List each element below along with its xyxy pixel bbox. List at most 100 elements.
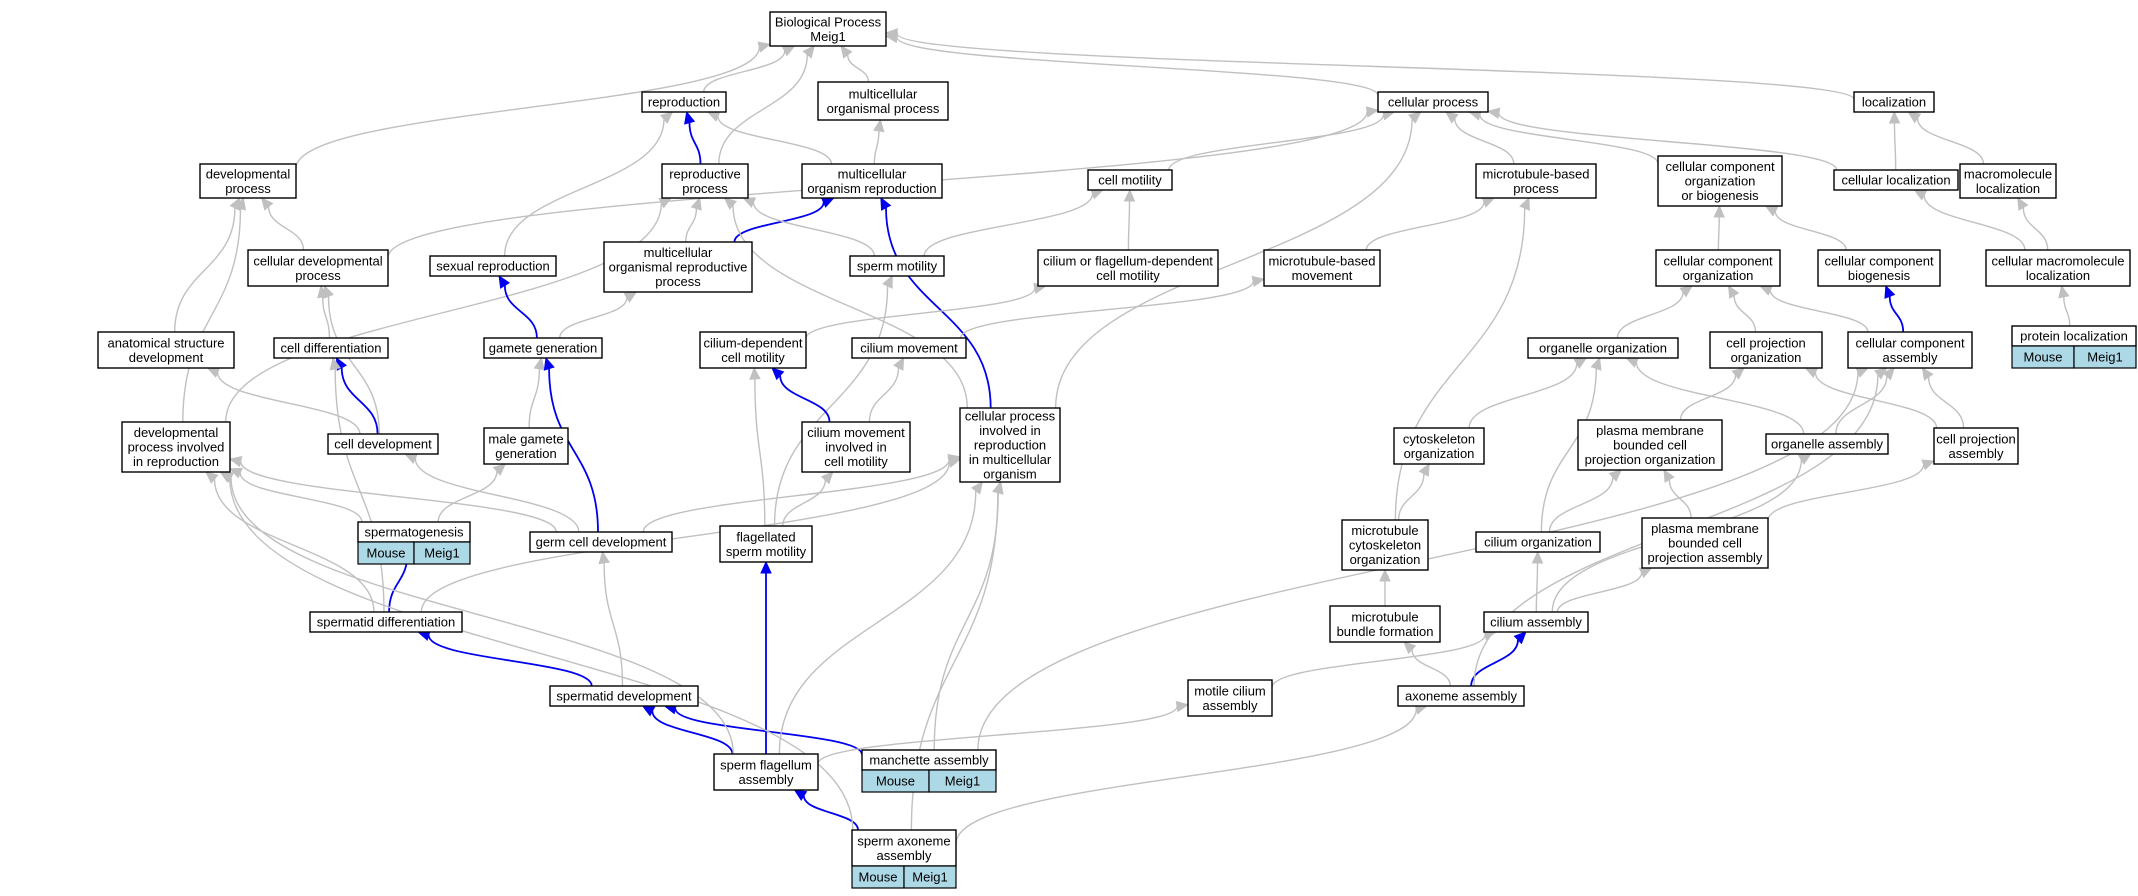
node-localization[interactable]: localization xyxy=(1853,91,1935,113)
edge-saa-to-axasm xyxy=(955,703,1428,844)
edge-sfa-to-cpir xyxy=(778,481,984,755)
node-box xyxy=(959,407,1061,483)
node-spdev[interactable]: spermatid development xyxy=(549,685,699,707)
node-orgasm[interactable]: organelle assembly xyxy=(1765,433,1889,455)
edge-arrowhead xyxy=(1251,275,1266,288)
edge-arrowhead xyxy=(1365,106,1380,118)
node-celldev[interactable]: cell development xyxy=(327,433,439,455)
node-label: spermatid development xyxy=(556,689,692,704)
node-cilorg[interactable]: cilium organization xyxy=(1475,531,1601,553)
edge-arrowhead xyxy=(543,356,555,371)
edge-arrowhead xyxy=(1907,111,1922,124)
node-box xyxy=(429,255,557,277)
node-label: cell motility xyxy=(824,454,888,469)
node-gamgen[interactable]: gamete generation xyxy=(483,337,603,359)
edge-spermmot-to-reprocproc xyxy=(742,197,876,257)
node-box xyxy=(1709,331,1823,369)
edge-cml-to-macroloc xyxy=(2017,196,2049,251)
node-cellproc[interactable]: cellular process xyxy=(1377,91,1489,113)
node-cilmov[interactable]: cilium movement xyxy=(851,337,967,359)
node-reproduction[interactable]: reproduction xyxy=(641,91,727,113)
node-label: male gamete xyxy=(488,431,563,446)
node-label: sperm axoneme xyxy=(857,833,950,848)
edge-reprocproc-to-reproduction xyxy=(684,110,702,165)
node-sexrep[interactable]: sexual reproduction xyxy=(429,255,557,277)
node-label: cellular component xyxy=(1665,159,1775,174)
edge-line xyxy=(216,372,361,435)
node-label: sperm motility xyxy=(726,544,807,559)
edge-pmbcpa-to-cpa xyxy=(1767,459,1936,521)
edge-mop-to-bp xyxy=(840,45,870,83)
edge-pmbcpa-to-pmbcpo xyxy=(1663,468,1692,519)
edge-line xyxy=(1271,634,1486,688)
node-box xyxy=(1847,331,1973,369)
node-label: bounded cell xyxy=(1668,536,1742,551)
node-box xyxy=(849,255,945,277)
edge-arrowhead xyxy=(840,45,853,59)
edge-arrowhead xyxy=(771,367,785,381)
edge-line xyxy=(1468,363,1578,429)
node-box xyxy=(97,331,235,369)
edges-layer xyxy=(174,27,2071,844)
node-label: organism xyxy=(983,467,1036,482)
edge-arrowhead xyxy=(684,110,696,125)
node-cellmot[interactable]: cell motility xyxy=(1087,169,1173,191)
edge-arrowhead xyxy=(793,789,808,802)
node-orgorg[interactable]: organelle organization xyxy=(1527,337,1679,359)
edge-line xyxy=(732,205,968,409)
node-axasm[interactable]: axoneme assembly xyxy=(1397,685,1525,707)
node-box xyxy=(483,427,569,465)
node-spdiff[interactable]: spermatid differentiation xyxy=(309,611,463,633)
edge-cytorg-to-orgorg xyxy=(1468,357,1588,429)
node-cilasm[interactable]: cilium assembly xyxy=(1483,611,1589,633)
node-label: gamete generation xyxy=(489,341,597,356)
node-cellloc[interactable]: cellular localization xyxy=(1833,169,1959,191)
edge-ccb-to-ccob xyxy=(1764,205,1847,251)
node-box xyxy=(1341,519,1429,571)
edge-mtbp-to-cellproc xyxy=(1445,111,1515,165)
edge-line xyxy=(559,297,628,339)
node-gcd[interactable]: germ cell development xyxy=(529,531,673,553)
edge-line xyxy=(1616,292,1684,339)
node-celldiff[interactable]: cell differentiation xyxy=(273,337,389,359)
node-spermmot[interactable]: sperm motility xyxy=(849,255,945,277)
edge-spdiff-to-celldiff xyxy=(329,356,385,613)
edge-arrowhead xyxy=(1888,110,1901,124)
